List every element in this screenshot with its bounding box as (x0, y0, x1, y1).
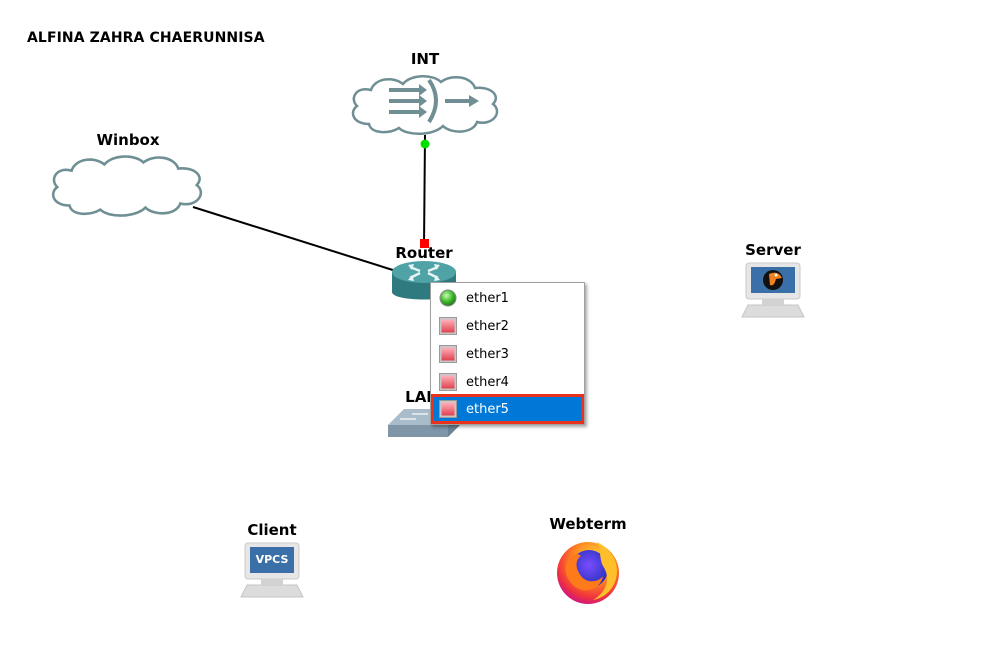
firefox-icon[interactable] (553, 536, 623, 606)
port-menu-item-label: ether3 (466, 346, 509, 362)
vpcs-icon[interactable] (239, 541, 305, 599)
project-note[interactable]: ALFINA ZAHRA CHAERUNNISA (27, 30, 265, 46)
link-status-down-indicator (420, 239, 429, 248)
port-menu-item-ether3[interactable]: ether3 (431, 340, 584, 368)
nat-cloud-icon[interactable] (347, 72, 503, 136)
winbox-label[interactable]: Winbox (96, 131, 160, 149)
red-port-icon (438, 344, 458, 364)
link-int-router[interactable] (423, 134, 426, 247)
cloud-icon[interactable] (47, 152, 207, 218)
port-menu-item-label: ether4 (466, 374, 509, 390)
port-menu-item-ether5[interactable]: ether5 (431, 394, 584, 424)
link-winbox-router[interactable] (192, 206, 397, 272)
red-port-icon (438, 399, 458, 419)
port-menu-item-label: ether5 (466, 401, 509, 417)
qemu-host-icon[interactable] (740, 261, 806, 319)
link-status-up-indicator (420, 139, 430, 149)
port-menu-item-ether2[interactable]: ether2 (431, 312, 584, 340)
red-port-icon (438, 316, 458, 336)
webterm-label[interactable]: Webterm (549, 515, 627, 533)
port-menu-item-label: ether2 (466, 318, 509, 334)
server-label[interactable]: Server (745, 241, 801, 259)
green-led-icon (438, 288, 458, 308)
port-menu-item-label: ether1 (466, 290, 509, 306)
port-context-menu: ether1 ether2 ether3 ether4 ether5 (430, 282, 585, 425)
client-label[interactable]: Client (247, 521, 297, 539)
port-menu-item-ether4[interactable]: ether4 (431, 368, 584, 396)
router-label[interactable]: Router (395, 244, 453, 262)
vpcs-screen-text: VPCS (255, 553, 289, 566)
port-menu-item-ether1[interactable]: ether1 (431, 284, 584, 312)
int-label[interactable]: INT (410, 50, 440, 68)
red-port-icon (438, 372, 458, 392)
